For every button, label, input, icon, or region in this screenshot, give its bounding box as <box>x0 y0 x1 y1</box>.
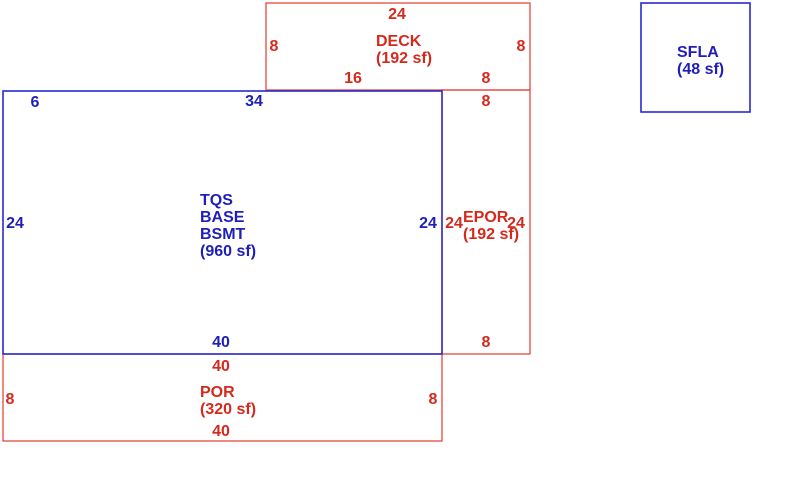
deck-dim-bottom-left: 16 <box>344 70 362 87</box>
epor-dim-top: 8 <box>482 93 491 110</box>
main-name-line2: BASE <box>200 209 245 226</box>
sfla-area: (48 sf) <box>677 61 724 78</box>
deck-dim-left: 8 <box>270 38 279 55</box>
deck-area: (192 sf) <box>376 50 432 67</box>
epor-dim-bottom: 8 <box>482 334 491 351</box>
main-dim-right: 24 <box>419 215 437 232</box>
main-dim-left: 24 <box>6 215 24 232</box>
deck-outline <box>265 2 531 91</box>
deck-dim-bottom-right: 8 <box>482 70 491 87</box>
epor-dim-right: 24 <box>507 215 525 232</box>
por-dim-bottom: 40 <box>212 423 230 440</box>
main-dim-bottom: 40 <box>212 334 230 351</box>
por-name: POR <box>200 384 235 401</box>
sfla-name: SFLA <box>677 44 719 61</box>
deck-dim-right: 8 <box>517 38 526 55</box>
main-dim-top-left: 6 <box>31 94 40 111</box>
epor-dim-left: 24 <box>445 215 463 232</box>
main-bsmt-outline <box>2 90 443 355</box>
epor-name: EPOR <box>463 209 509 226</box>
sfla-outline <box>640 2 751 113</box>
epor-area: (192 sf) <box>463 226 519 243</box>
por-dim-top: 40 <box>212 358 230 375</box>
main-area: (960 sf) <box>200 243 256 260</box>
deck-name: DECK <box>376 33 422 50</box>
deck-dim-top: 24 <box>388 6 406 23</box>
main-dim-top: 34 <box>245 93 263 110</box>
por-dim-left: 8 <box>6 391 15 408</box>
main-name-line1: TQS <box>200 192 233 209</box>
main-name-line3: BSMT <box>200 226 246 243</box>
por-area: (320 sf) <box>200 401 256 418</box>
por-dim-right: 8 <box>429 391 438 408</box>
